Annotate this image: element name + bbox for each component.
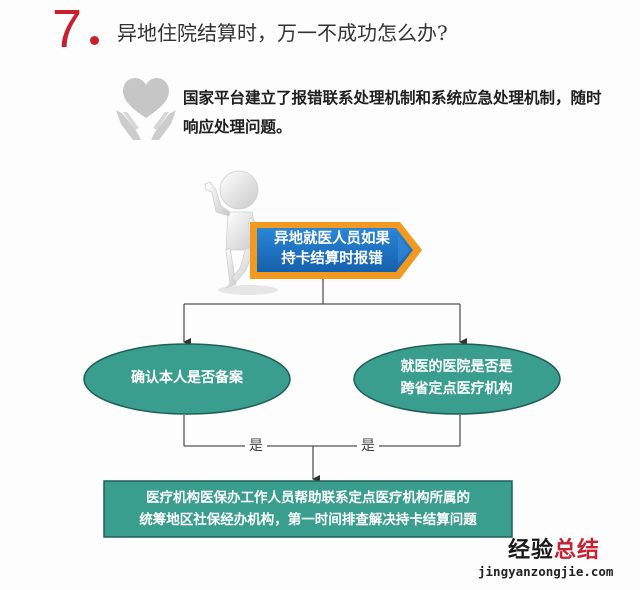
start-sign-label: 异地就医人员如果 持卡结算时报错 [262,229,402,269]
intro-text: 国家平台建立了报错联系处理机制和系统应急处理机制，随时响应处理问题。 [183,89,602,136]
decision-hospital-label: 就医的医院是否是 跨省定点医疗机构 [353,356,560,400]
start-sign [250,222,422,279]
heart-in-hands-icon [116,78,176,140]
decision-ellipse-registration [83,343,291,415]
section-number-dot [90,36,99,45]
yes-label-right: 是 [357,438,379,454]
start-sign-line1: 异地就医人员如果 [274,231,390,247]
start-sign-line2: 持卡结算时报错 [281,251,383,267]
yes-label-left: 是 [245,438,267,454]
watermark-brand-part1: 经验 [508,538,555,563]
result-box [103,480,513,538]
result-line1: 医疗机构医保办工作人员帮助联系定点医疗机构所属的 [146,490,470,506]
watermark-brand-part2: 总结 [554,538,601,563]
watermark-brand: 经验总结 [508,538,600,564]
decision-ellipse-hospital [353,343,561,415]
decision-registration-label: 确认本人是否备案 [131,370,243,386]
result-label: 医疗机构医保办工作人员帮助联系定点医疗机构所属的 统筹地区社保经办机构，第一时间… [104,487,512,531]
watermark-url: jingyanzongjie.com [478,564,614,579]
result-line2: 统筹地区社保经办机构，第一时间排查解决持卡结算问题 [139,512,477,528]
decision-hospital-line1: 就医的医院是否是 [400,359,513,375]
decision-hospital-line2: 跨省定点医疗机构 [400,381,513,397]
section-number: 7 [52,0,82,59]
section-title: 异地住院结算时，万一不成功怎么办? [117,21,448,45]
